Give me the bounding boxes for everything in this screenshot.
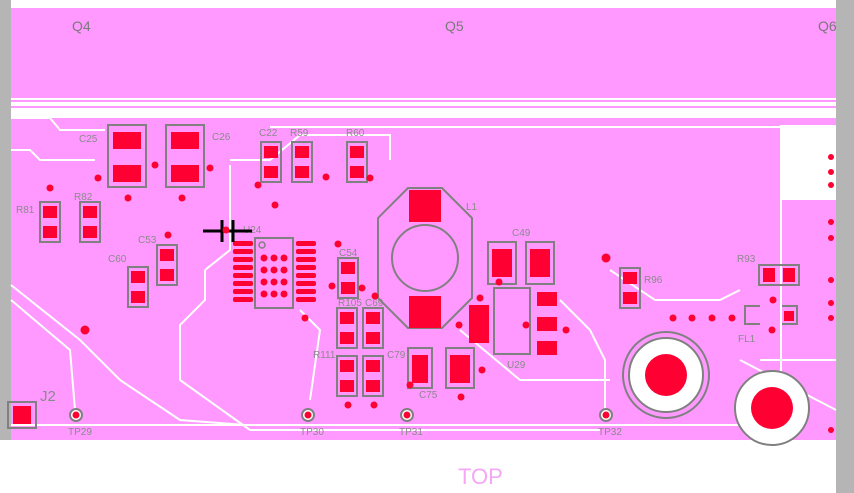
label-c69: C69: [365, 298, 384, 309]
label-tp30: TP30: [300, 427, 324, 438]
board-edge-right: [836, 0, 854, 493]
component-r60: [346, 141, 368, 183]
label-fl1: FL1: [738, 334, 756, 345]
trace-clearances: [10, 117, 837, 431]
label-r60: R60: [346, 128, 365, 139]
component-r82: [79, 201, 101, 243]
component-c79: [362, 355, 384, 397]
label-c25: C25: [79, 134, 98, 145]
label-c60: C60: [108, 254, 127, 265]
label-u29: U29: [507, 360, 526, 371]
mounting-hole-1: [622, 331, 710, 419]
label-u24: U24: [243, 225, 262, 236]
component-r105: [336, 307, 358, 349]
component-c69: [362, 307, 384, 349]
component-c22: [260, 141, 282, 183]
label-q5: Q5: [445, 18, 464, 34]
connector-j2: [7, 401, 37, 429]
component-r93: [758, 264, 800, 286]
component-r81: [39, 201, 61, 243]
capacitor-c25: [107, 124, 147, 188]
label-r82: R82: [74, 192, 93, 203]
label-r59: R59: [290, 128, 309, 139]
label-c26: C26: [212, 132, 231, 143]
mounting-hole-2: [734, 370, 810, 446]
component-r96: [619, 267, 641, 309]
label-c22: C22: [259, 128, 278, 139]
label-r81: R81: [16, 205, 35, 216]
component-r111: [336, 355, 358, 397]
label-tp32: TP32: [598, 427, 622, 438]
label-j2: J2: [40, 388, 56, 405]
test-point-tp29: [69, 408, 83, 422]
label-r96: R96: [644, 275, 663, 286]
vias: [46, 154, 834, 433]
copper-pour-top: [11, 8, 836, 98]
label-r111: R111: [313, 350, 336, 361]
filter-fl1: [744, 295, 798, 335]
inductor-l1: [377, 187, 473, 329]
label-c79: C79: [387, 350, 406, 361]
ic-u24: [233, 237, 316, 309]
capacitor-c26: [165, 124, 205, 188]
test-point-tp30: [301, 408, 315, 422]
component-r59: [291, 141, 313, 183]
label-q6: Q6: [818, 18, 837, 34]
board-edge-left: [0, 0, 11, 493]
component-c75: [407, 347, 475, 389]
label-tp29: TP29: [68, 427, 92, 438]
label-r93: R93: [737, 254, 756, 265]
label-c75: C75: [419, 390, 438, 401]
test-point-tp31: [400, 408, 414, 422]
label-tp31: TP31: [399, 427, 423, 438]
label-q4: Q4: [72, 18, 91, 34]
component-c53: [156, 244, 178, 286]
label-c49: C49: [512, 228, 531, 239]
label-c54: C54: [339, 248, 358, 259]
component-c54: [337, 257, 359, 299]
test-point-tp32: [599, 408, 613, 422]
label-c53: C53: [138, 235, 157, 246]
label-l1: L1: [466, 202, 478, 213]
layer-label: TOP: [458, 464, 503, 489]
label-r105: R105: [338, 298, 362, 309]
ic-u29: [469, 287, 557, 355]
component-c49: [487, 241, 555, 285]
component-c60: [127, 266, 149, 308]
